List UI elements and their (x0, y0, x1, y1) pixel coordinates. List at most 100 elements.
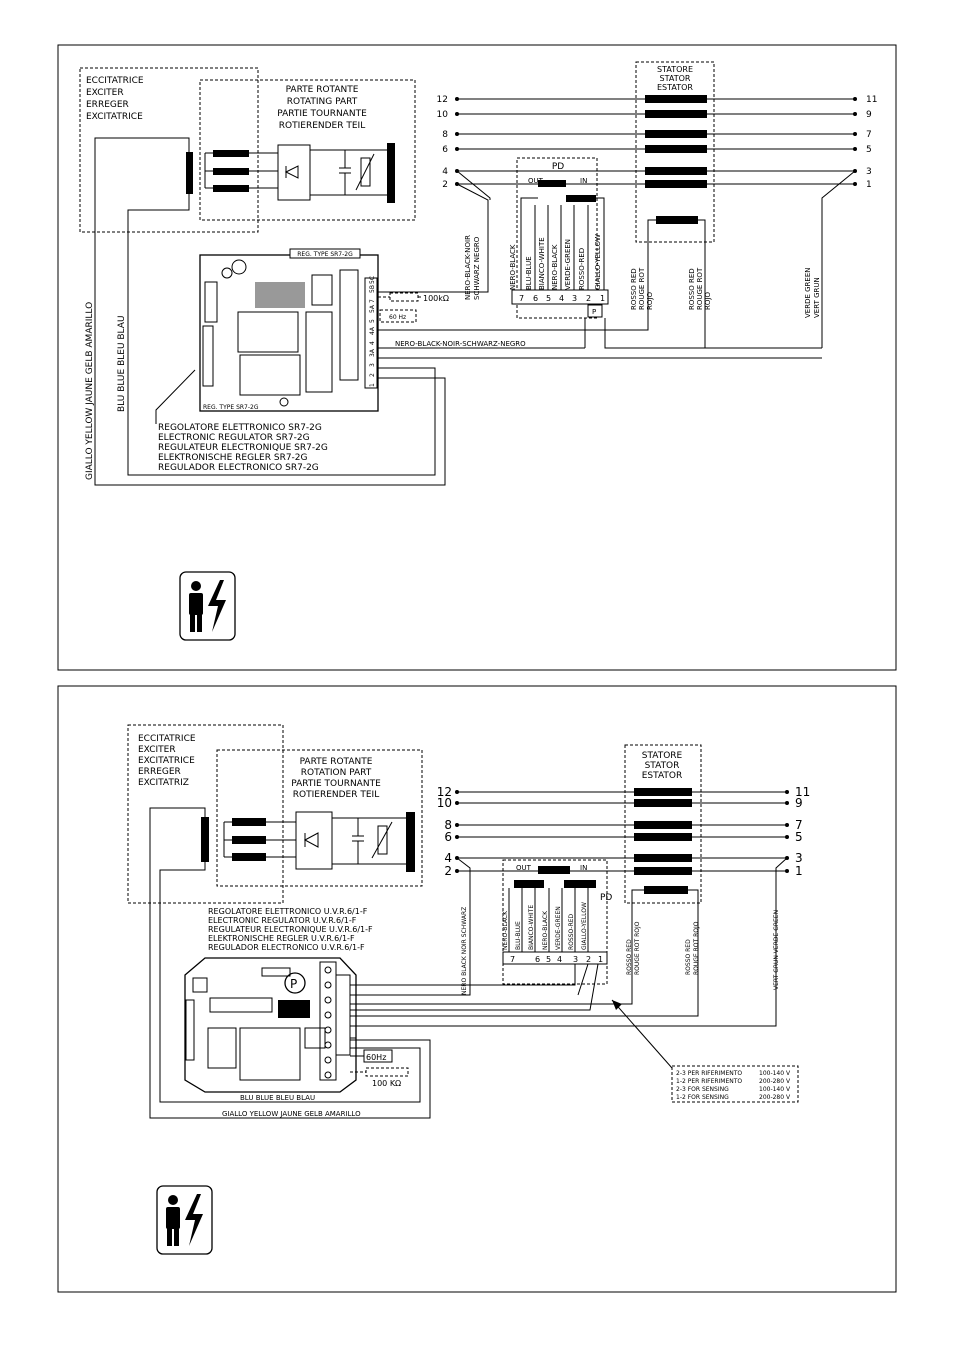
d1-freq-label: 60 Hz (389, 314, 406, 321)
d1-reg-term-9: 5B (369, 285, 376, 293)
d2-pd-label: PD (600, 893, 612, 903)
d1-regulator-label-3: ELEKTRONISCHE REGLER SR7-2G (158, 453, 308, 463)
d2-left-terminal-4: 4 (444, 851, 452, 865)
d1-pd-terminal-strip (511, 289, 609, 305)
d2-main-rotor (406, 812, 415, 872)
d1-reg-top-label-box (289, 248, 361, 259)
d1-exciter-stator-winding (186, 152, 193, 194)
d2-resistor-label: 100 KΩ (372, 1079, 401, 1088)
d1-pd-wire-2: BIANCO-WHITE (538, 237, 546, 290)
d1-pd-term-0: 7 (519, 294, 524, 303)
d1-in-label: IN (580, 177, 587, 185)
d1-left-terminal-3: 6 (442, 145, 448, 155)
d1-stator-box (635, 61, 715, 243)
d2-freq-label: 60Hz (366, 1053, 386, 1062)
d1-regulator-label-1: ELECTRONIC REGULATOR SR7-2G (158, 433, 310, 443)
d1-left-terminal-0: 12 (437, 95, 448, 105)
d2-regulator-label-3: ELEKTRONISCHE REGLER U.V.R.6/1-F (208, 934, 355, 943)
d1-left-terminal-2: 8 (442, 130, 448, 140)
d2-pd-terminal-strip (502, 951, 608, 965)
d1-pd-term-1: 6 (533, 294, 538, 303)
d1-excitation-wires (94, 137, 446, 486)
d1-stator-label: STATORE STATOR ESTATOR (657, 65, 693, 92)
d2-pd-box (502, 859, 608, 985)
d1-left-terminal-4: 4 (442, 167, 448, 177)
d1-pd-term-5: 2 (586, 294, 591, 303)
d1-stator-label-2: ESTATOR (657, 83, 693, 92)
d1-reg-term-5: 4A (369, 326, 376, 335)
d1-reg-term-1: 2 (369, 373, 376, 377)
d1-rotating-label-3: ROTIERENDER TEIL (279, 121, 365, 131)
d2-sensing-row-0-label: 2-3 PER RIFERIMENTO (676, 1070, 742, 1077)
d2-stator-label: STATORE STATOR ESTATOR (642, 751, 683, 781)
d1-reg-term-10: 5C (369, 276, 376, 284)
d1-rotating-box (199, 79, 416, 221)
d1-pd-wire-4: VERDE-GREEN (564, 239, 572, 290)
d1-exciter-label-3: EXCITATRICE (86, 112, 143, 122)
d1-rotor-windings (204, 150, 278, 192)
d1-pd-term-3: 4 (559, 294, 564, 303)
d1-reg-term-4: 4 (369, 341, 376, 345)
d1-60hz-jumper: 60 Hz (379, 309, 417, 323)
d1-pd-wire-labels: NERO-BLACK BLU-BLUE BIANCO-WHITE NERO-BL… (509, 234, 602, 290)
d2-pd-winding-in (564, 880, 596, 888)
d2-resistor: 100 KΩ (350, 1067, 409, 1088)
d2-left-terminal-2: 8 (444, 818, 452, 832)
d1-green-wire-0: VERDE GREEN (804, 268, 812, 318)
d2-pd-term-3: 4 (557, 955, 562, 964)
d2-left-terminal-5: 2 (444, 864, 452, 878)
d1-reg-term-8: 7 (369, 299, 376, 303)
d2-terminal-bridges (350, 857, 788, 1027)
electrician-warning-icon (156, 1185, 213, 1255)
d2-stator-box (624, 744, 702, 904)
d1-red-wire-1-0: ROSSO RED (630, 268, 638, 310)
d1-right-terminal-3: 5 (866, 145, 872, 155)
d1-right-terminals: 11 9 7 5 3 1 (866, 95, 877, 190)
d1-regulator-internals (202, 259, 359, 407)
d2-pd-term-6: 1 (598, 955, 603, 964)
d1-black-wire-label-0: NERO-BLACK-NOIR (464, 235, 472, 300)
d2-regulator-label-1: ELECTRONIC REGULATOR U.V.R.6/1-F (208, 916, 357, 925)
d2-pd-winding-out (538, 866, 570, 874)
d1-pd-term-2: 5 (546, 294, 551, 303)
d2-pd-winding-upper (514, 880, 544, 888)
d1-green-wire: VERDE GREEN VERT GRUN (378, 268, 822, 359)
d2-pd-wire-0: NERO-BLACK (502, 910, 509, 950)
d2-pd-output-wires (350, 963, 599, 1011)
d1-black-bottom-wire-label: NERO-BLACK-NOIR-SCHWARZ-NEGRO (395, 340, 526, 348)
d2-left-terminals: 12 10 8 6 4 2 (437, 785, 452, 878)
d1-right-terminal-5: 1 (866, 180, 872, 190)
d1-exciter-box (79, 67, 259, 233)
d1-right-terminal-1: 9 (866, 110, 872, 120)
d1-pd-wire-0: NERO-BLACK (509, 244, 517, 290)
d2-pd-terminal-numbers: 7 6 5 4 3 2 1 (510, 955, 603, 964)
d2-out-label: OUT (516, 864, 532, 872)
d2-pd-term-0: 7 (510, 955, 515, 964)
d1-regulator-label-0: REGOLATORE ELETTRONICO SR7-2G (158, 423, 322, 433)
d1-out-label: OUT (528, 177, 544, 185)
d2-sensing-row-0-value: 100-140 V (759, 1070, 791, 1077)
d2-right-terminals: 11 9 7 5 3 1 (795, 785, 810, 878)
d2-red-wire-1-1: ROUGE ROT ROJO (634, 921, 641, 975)
d1-exciter-label-1: EXCITER (86, 88, 124, 98)
d2-stator-label-0: STATORE (642, 751, 683, 761)
d2-right-terminal-1: 9 (795, 796, 803, 810)
d2-regulator-label-4: REGULADOR ELECTRONICO U.V.R.6/1-F (208, 943, 365, 952)
d2-rotor-windings (223, 818, 296, 861)
d2-diode-bridge (295, 811, 410, 870)
d1-black-wire-label-1: SCHWARZ NEGRO (473, 236, 481, 300)
d2-sensing-row-1-label: 1-2 PER RIFERIMENTO (676, 1078, 742, 1085)
d2-rotating-box (216, 749, 423, 887)
d2-left-terminal-1: 10 (437, 796, 452, 810)
d1-p-jumper (587, 304, 603, 318)
d2-red-wires: ROSSO RED ROUGE ROT ROJO ROSSO RED ROUGE… (350, 889, 700, 1017)
d1-pd-wire-6: GIALLO-YELLOW (594, 234, 602, 290)
d1-reg-term-3: 3A (369, 348, 376, 357)
d2-exciter-label: ECCITATRICE EXCITER EXCITATRICE ERREGER … (138, 734, 196, 788)
d2-pd-wire-3: NERO-BLACK (542, 910, 549, 950)
d2-right-terminal-0: 11 (795, 785, 810, 799)
d2-stator-lines (455, 788, 789, 894)
d2-sensing-row-3-value: 200-280 V (759, 1094, 791, 1101)
d2-regulator-label-0: REGOLATORE ELETTRONICO U.V.R.6/1-F (208, 907, 368, 916)
